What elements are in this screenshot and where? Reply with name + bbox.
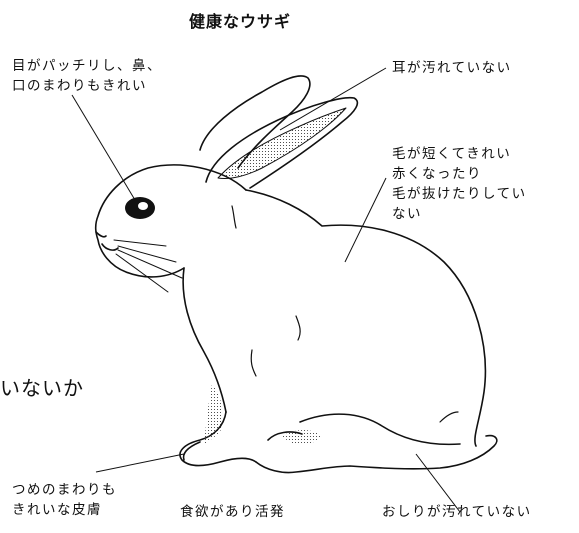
rabbit-chest [182,267,227,413]
rabbit-leg-shading [204,384,223,444]
label-nails-skin: つめのまわりも きれいな皮膚 [12,482,117,518]
rabbit-back-ear [199,75,311,169]
diagram-title: 健康なウサギ [189,12,292,31]
rabbit-nose [95,231,107,238]
leader-line-ear [279,67,387,131]
partial-text: いないか [0,376,84,400]
leader-line-eye [71,94,136,201]
leader-line-rear [415,453,461,513]
rabbit-inner-ear [217,107,347,179]
label-rear: おしりが汚れていない [382,504,532,520]
leader-line-fur [344,177,387,263]
label-eyes-nose-mouth: 目がパッチリし、鼻、 口のまわりもきれい [12,58,162,94]
rabbit-hind-legs [255,434,498,474]
label-fur: 毛が短くてきれい 赤くなったり 毛が抜けたりしてい ない [392,146,527,222]
rabbit-front-ear [205,96,359,189]
rabbit-head [94,164,247,278]
label-appetite: 食欲があり活発 [180,504,285,520]
rabbit-eye [125,197,155,219]
rabbit-mouth [101,243,119,251]
rabbit-whiskers [113,239,183,293]
leader-line-nails [95,453,185,473]
label-ears: 耳が汚れていない [392,60,512,76]
rabbit-back [245,189,487,447]
